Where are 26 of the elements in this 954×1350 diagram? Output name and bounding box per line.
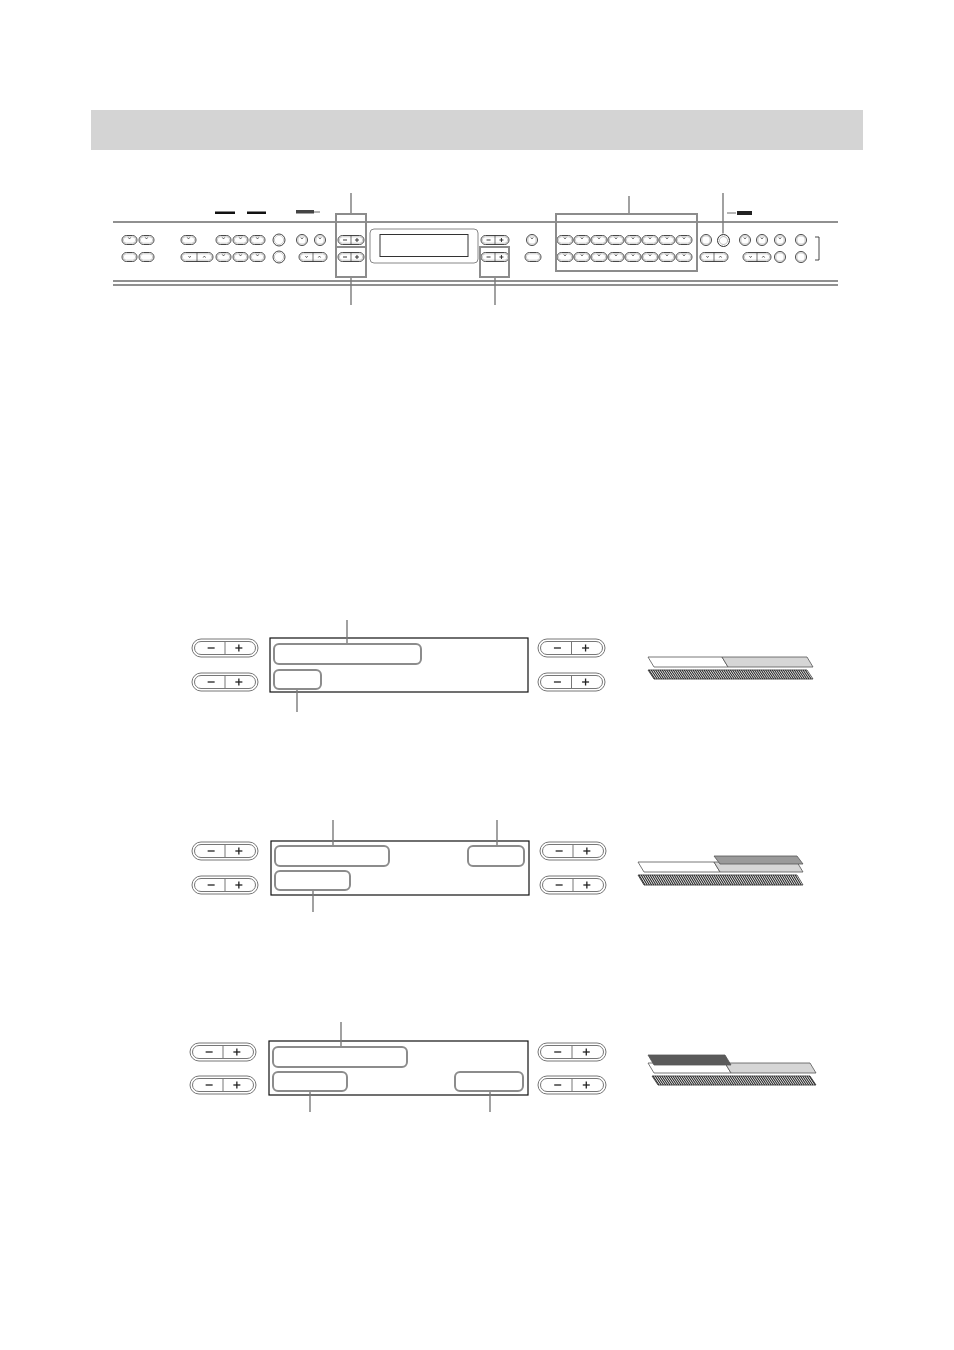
round-button [716, 233, 730, 247]
leader-line [340, 1021, 342, 1047]
leader-line [346, 619, 348, 644]
leader-line [722, 192, 724, 235]
leader-line [350, 277, 352, 306]
display-field [274, 870, 351, 891]
leader-line [296, 689, 298, 713]
leader-line [350, 192, 352, 214]
leader-line [309, 1091, 311, 1113]
leader-line [332, 819, 334, 846]
display-field [273, 643, 422, 665]
leader-line [312, 890, 314, 913]
display-field [272, 1071, 348, 1092]
display-field [273, 669, 322, 690]
display-field [454, 1071, 524, 1092]
leader-line [496, 819, 498, 846]
display-field [274, 845, 390, 867]
highlight-box [335, 213, 367, 248]
display-field [467, 845, 525, 867]
leader-line [489, 1091, 491, 1113]
display-field [272, 1046, 408, 1068]
highlight-box [335, 246, 367, 278]
highlight-box [479, 246, 510, 278]
highlight-box [555, 213, 698, 272]
leader-line [494, 277, 496, 306]
leader-line [628, 195, 630, 214]
